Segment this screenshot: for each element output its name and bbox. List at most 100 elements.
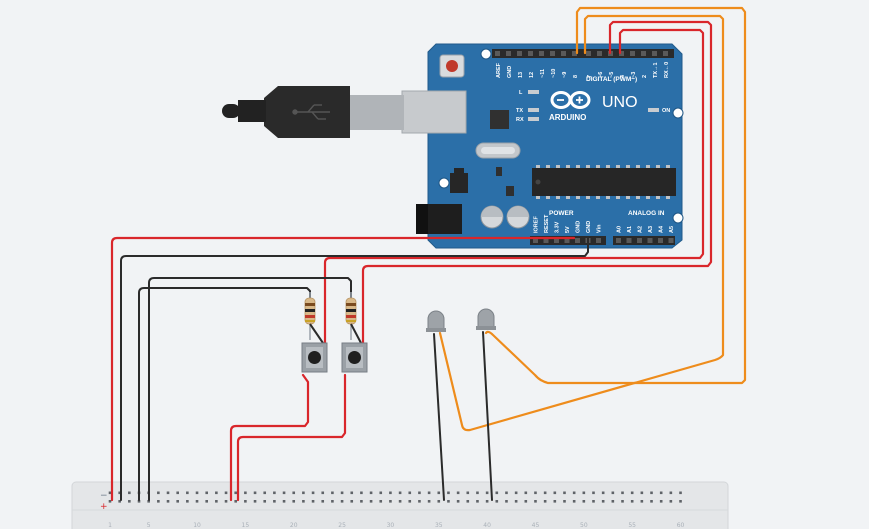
breadboard-hole[interactable] — [379, 491, 383, 495]
breadboard-hole[interactable] — [601, 491, 605, 495]
analog-pin-header[interactable] — [613, 236, 675, 245]
breadboard-hole[interactable] — [611, 500, 615, 503]
breadboard-hole[interactable] — [447, 491, 450, 495]
power-pin-hole[interactable] — [564, 238, 570, 243]
breadboard-hole[interactable] — [157, 491, 160, 495]
breadboard-hole[interactable] — [176, 500, 179, 503]
breadboard-hole[interactable] — [582, 500, 586, 503]
digital-pin-hole[interactable] — [561, 51, 566, 56]
analog-pin-hole[interactable] — [658, 238, 663, 243]
digital-pin-hole[interactable] — [572, 51, 577, 56]
wire-black-resistor1[interactable] — [148, 277, 352, 501]
breadboard-hole[interactable] — [137, 500, 141, 503]
breadboard-hole[interactable] — [427, 491, 431, 495]
pushbutton-right[interactable] — [341, 342, 368, 373]
breadboard-hole[interactable] — [669, 500, 673, 503]
breadboard-hole[interactable] — [495, 491, 499, 495]
breadboard-hole[interactable] — [408, 491, 412, 495]
breadboard-hole[interactable] — [476, 491, 479, 495]
breadboard-hole[interactable] — [437, 500, 441, 503]
breadboard-hole[interactable] — [659, 491, 663, 495]
breadboard-hole[interactable] — [195, 491, 199, 495]
breadboard-hole[interactable] — [418, 500, 421, 503]
breadboard-hole[interactable] — [592, 500, 595, 503]
digital-pin-hole[interactable] — [641, 51, 646, 56]
breadboard-hole[interactable] — [186, 500, 189, 503]
digital-pin-hole[interactable] — [528, 51, 533, 56]
breadboard-hole[interactable] — [679, 500, 682, 503]
breadboard-hole[interactable] — [389, 500, 392, 503]
wire-black-gnd[interactable] — [120, 237, 589, 501]
breadboard-hole[interactable] — [282, 491, 286, 495]
breadboard-hole[interactable] — [234, 491, 238, 495]
breadboard-hole[interactable] — [514, 500, 518, 503]
digital-pin-hole[interactable] — [539, 51, 544, 56]
breadboard-hole[interactable] — [331, 500, 334, 503]
breadboard-hole[interactable] — [485, 491, 489, 495]
breadboard-hole[interactable] — [398, 491, 402, 495]
digital-pin-hole[interactable] — [506, 51, 511, 56]
breadboard-hole[interactable] — [640, 500, 644, 503]
breadboard-hole[interactable] — [263, 491, 267, 495]
usb-cable[interactable] — [222, 86, 467, 138]
power-pin-hole[interactable] — [575, 238, 580, 243]
analog-pin-hole[interactable] — [626, 238, 632, 243]
breadboard-hole[interactable] — [630, 500, 634, 503]
wire-orange-led1[interactable] — [484, 6, 747, 385]
breadboard-hole[interactable] — [534, 491, 537, 495]
power-pin-hole[interactable] — [596, 238, 601, 243]
wire-red-button2-bb[interactable] — [229, 373, 310, 502]
breadboard-hole[interactable] — [340, 500, 344, 503]
breadboard-hole[interactable] — [543, 491, 547, 495]
breadboard-hole[interactable] — [543, 500, 547, 503]
breadboard-hole[interactable] — [418, 491, 421, 495]
led-right[interactable] — [476, 308, 496, 330]
breadboard-hole[interactable] — [224, 500, 228, 503]
breadboard-hole[interactable] — [157, 500, 160, 503]
analog-pin-hole[interactable] — [668, 238, 674, 243]
breadboard-hole[interactable] — [195, 500, 199, 503]
breadboard-hole[interactable] — [234, 500, 238, 503]
breadboard-hole[interactable] — [572, 491, 576, 495]
breadboard-hole[interactable] — [601, 500, 605, 503]
breadboard-hole[interactable] — [466, 500, 470, 503]
analog-pin-hole[interactable] — [616, 238, 621, 243]
analog-pin-hole[interactable] — [637, 238, 642, 243]
breadboard-hole[interactable] — [118, 491, 121, 495]
digital-pin-hole[interactable] — [630, 51, 635, 56]
breadboard-hole[interactable] — [292, 500, 296, 503]
breadboard-hole[interactable] — [186, 491, 189, 495]
breadboard-hole[interactable] — [447, 500, 450, 503]
breadboard-hole[interactable] — [253, 491, 257, 495]
wire-black-led1-cathode[interactable] — [433, 333, 445, 501]
wire-black-resistor2[interactable] — [138, 287, 311, 501]
breadboard-hole[interactable] — [321, 500, 325, 503]
power-pin-hole[interactable] — [554, 238, 559, 243]
breadboard-hole[interactable] — [679, 491, 682, 495]
breadboard-hole[interactable] — [273, 491, 276, 495]
breadboard-hole[interactable] — [427, 500, 431, 503]
breadboard-hole[interactable] — [205, 500, 208, 503]
breadboard-hole[interactable] — [534, 500, 537, 503]
breadboard-hole[interactable] — [389, 491, 392, 495]
digital-pin-hole[interactable] — [550, 51, 555, 56]
breadboard-hole[interactable] — [331, 491, 334, 495]
breadboard-hole[interactable] — [659, 500, 663, 503]
breadboard-hole[interactable] — [466, 491, 470, 495]
wires[interactable] — [110, 6, 747, 502]
breadboard-hole[interactable] — [456, 491, 460, 495]
breadboard-hole[interactable] — [572, 500, 576, 503]
breadboard-hole[interactable] — [379, 500, 383, 503]
breadboard-hole[interactable] — [524, 491, 528, 495]
digital-pin-hole[interactable] — [619, 51, 624, 56]
breadboard-hole[interactable] — [244, 491, 247, 495]
digital-pin-hole[interactable] — [663, 51, 668, 56]
breadboard-hole[interactable] — [224, 491, 228, 495]
breadboard-hole[interactable] — [456, 500, 460, 503]
breadboard-hole[interactable] — [640, 491, 644, 495]
breadboard-hole[interactable] — [408, 500, 412, 503]
breadboard-hole[interactable] — [166, 491, 170, 495]
breadboard-hole[interactable] — [485, 500, 489, 503]
